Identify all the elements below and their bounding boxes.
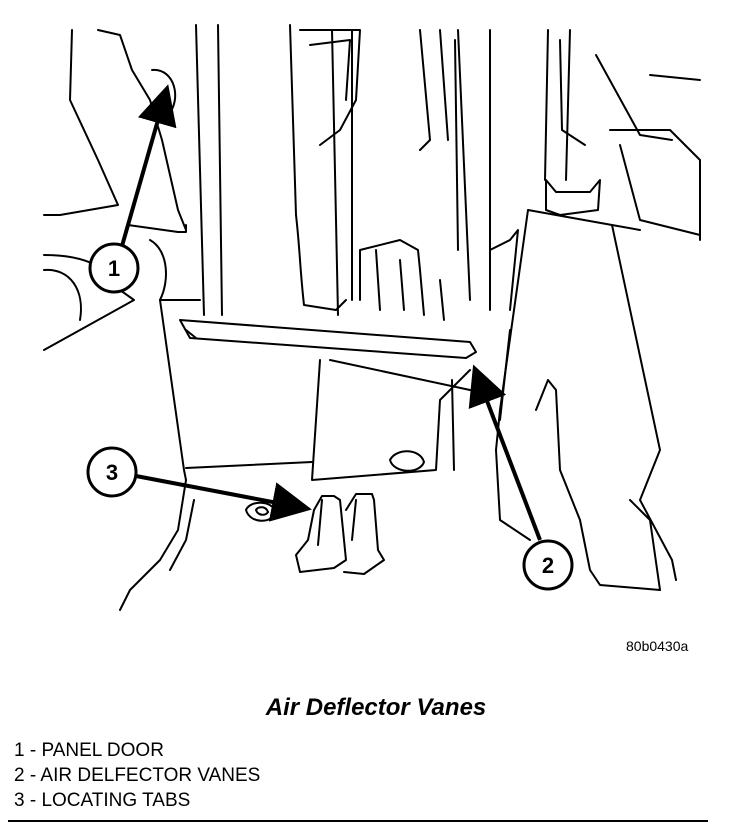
callout-3-label: 3 bbox=[106, 460, 118, 485]
deflector-vanes-drawing bbox=[179, 24, 701, 481]
callout-1: 1 bbox=[88, 242, 140, 294]
figure-title: Air Deflector Vanes bbox=[265, 694, 487, 721]
legend-item-air-deflector-vanes: 2 - AIR DELFECTOR VANES bbox=[14, 765, 261, 786]
legend: 1 - PANEL DOOR 2 - AIR DELFECTOR VANES 3… bbox=[14, 738, 260, 813]
callout-1-label: 1 bbox=[108, 256, 120, 281]
legend-item-panel-door: 1 - PANEL DOOR bbox=[14, 740, 164, 761]
leader-line-1 bbox=[120, 84, 177, 247]
housing-drawing bbox=[495, 209, 677, 591]
legend-item-locating-tabs: 3 - LOCATING TABS bbox=[14, 790, 191, 811]
diagram-illustration: 1 2 3 bbox=[43, 24, 701, 611]
callout-2: 2 bbox=[522, 539, 574, 591]
figure-id: 80b0430a bbox=[626, 638, 689, 654]
leader-line-3 bbox=[135, 474, 312, 522]
bottom-divider bbox=[8, 820, 708, 822]
callout-3: 3 bbox=[86, 446, 138, 498]
panel-door-drawing bbox=[43, 29, 201, 611]
callout-2-label: 2 bbox=[542, 553, 554, 578]
leader-line-2 bbox=[468, 364, 542, 541]
locating-tabs-drawing bbox=[245, 493, 385, 575]
